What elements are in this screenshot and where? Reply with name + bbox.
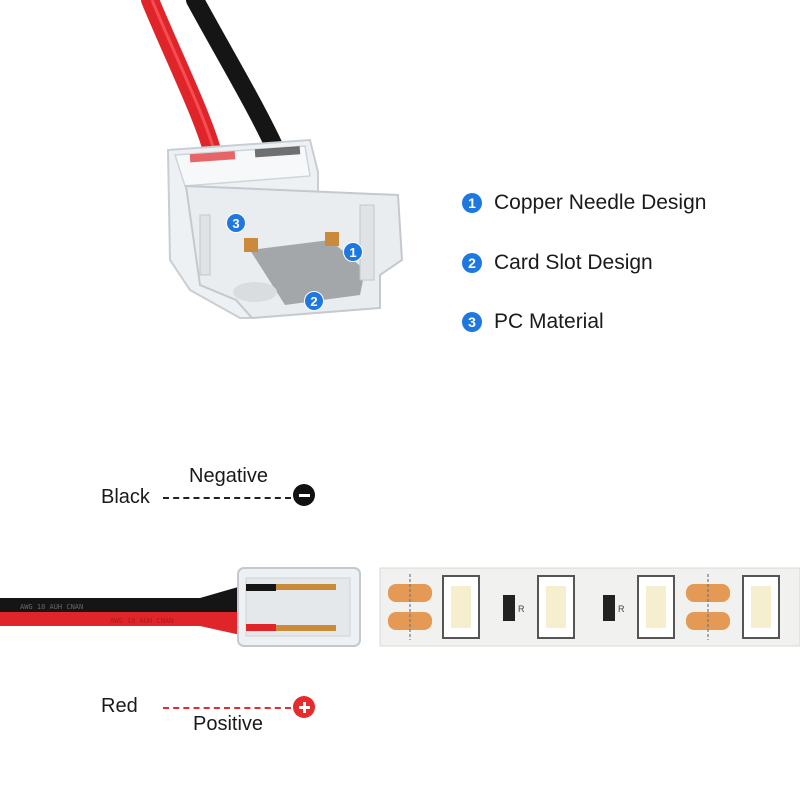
resistor-mark: R (518, 604, 525, 614)
negative-dash-line (163, 497, 291, 499)
feature-item-pc-material: 3 PC Material (462, 310, 604, 334)
resistor-mark: R (618, 604, 625, 614)
feature-item-copper-needle: 1 Copper Needle Design (462, 191, 706, 215)
red-wire-label: Red (101, 695, 138, 717)
feature-label: PC Material (494, 310, 604, 333)
callout-badge-copper-needle: 1 (343, 242, 363, 262)
black-wire (186, 0, 284, 157)
black-wire-label: Black (101, 486, 150, 508)
cable-print-black: AWG 18 AUH CNAN (20, 603, 83, 611)
positive-terminal-icon (293, 696, 315, 718)
negative-label: Negative (189, 465, 268, 487)
feature-number-badge: 3 (462, 312, 482, 332)
feature-label: Card Slot Design (494, 251, 653, 274)
callout-badge-pc-material: 3 (226, 213, 246, 233)
red-wire (141, 0, 221, 159)
negative-terminal-icon (293, 484, 315, 506)
positive-label: Positive (193, 713, 264, 735)
feature-item-card-slot: 2 Card Slot Design (462, 251, 653, 275)
feature-number-badge: 1 (462, 193, 482, 213)
feature-label: Copper Needle Design (494, 191, 707, 214)
cable-print-red: AWG 18 AUH CNAN (110, 617, 173, 625)
callout-badge-card-slot: 2 (304, 291, 324, 311)
positive-dash-line (163, 707, 291, 709)
connector-led-strip-image: AWG 18 AUH CNAN AWG 18 AUH CNAN R R (0, 567, 800, 647)
feature-number-badge: 2 (462, 253, 482, 273)
